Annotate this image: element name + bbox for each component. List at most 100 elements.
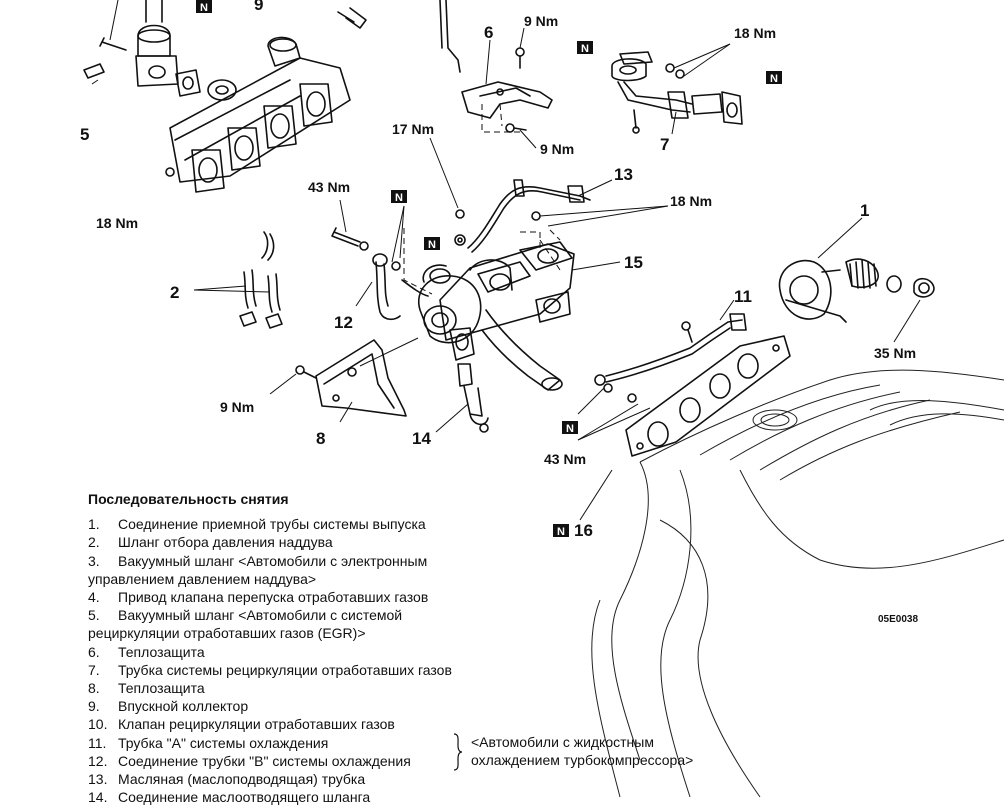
turbocharger bbox=[417, 259, 563, 391]
removal-item-number: 5. bbox=[88, 607, 100, 624]
label-1: 1 bbox=[860, 201, 869, 220]
callouts: 9 5 18 Nm 6 9 Nm 18 Nm 7 17 Nm 9 Nm 13 1… bbox=[80, 0, 916, 540]
label-14: 14 bbox=[412, 429, 431, 448]
svg-text:N: N bbox=[581, 43, 589, 55]
replace-tag: N bbox=[391, 190, 407, 204]
removal-item: 13. Масляная (маслоподводящая) трубка bbox=[88, 770, 708, 788]
removal-item: 4. Привод клапана перепуска отработавших … bbox=[88, 588, 708, 606]
removal-item-text: Соединение приемной трубы системы выпуск… bbox=[118, 516, 426, 533]
torque-35nm: 35 Nm bbox=[874, 345, 916, 361]
torque-9nm-top: 9 Nm bbox=[524, 13, 558, 29]
removal-item-number: 12. bbox=[88, 752, 108, 769]
torque-18nm-mid: 18 Nm bbox=[670, 193, 712, 209]
label-9: 9 bbox=[254, 0, 263, 14]
label-7: 7 bbox=[660, 135, 669, 154]
removal-item-number: 14. bbox=[88, 789, 108, 806]
bolt-9nm-mid bbox=[505, 123, 527, 133]
removal-item: 7.Трубка системы рециркуляции отработавш… bbox=[88, 661, 708, 679]
actuator-hose-12 bbox=[372, 253, 401, 321]
removal-item: 11.Трубка "A" системы охлаждения bbox=[88, 734, 708, 752]
torque-18nm-top: 18 Nm bbox=[734, 25, 776, 41]
intake-manifold bbox=[169, 36, 351, 193]
removal-item: 3. Вакуумный шланг <Автомобили с электрон… bbox=[88, 552, 708, 570]
exhaust-connection-1 bbox=[778, 258, 935, 323]
replace-tags: N N N N N N N bbox=[196, 0, 782, 538]
removal-item-text: Трубка системы рециркуляции отработавших… bbox=[118, 661, 452, 678]
removal-item-text: Вакуумный шланг <Автомобили с системой bbox=[118, 607, 403, 624]
label-2: 2 bbox=[170, 283, 179, 302]
removal-item-text: Клапан рециркуляции отработавших газов bbox=[118, 716, 395, 733]
removal-item: 8. Теплозащита bbox=[88, 679, 708, 697]
replace-tag: N bbox=[562, 421, 578, 435]
exhaust-manifold-gasket-16 bbox=[625, 335, 791, 457]
svg-text:N: N bbox=[557, 526, 565, 538]
replace-tag: N bbox=[424, 237, 440, 251]
removal-item-continuation: рециркуляции отработавших газов (EGR)> bbox=[88, 625, 366, 642]
coolant-pipe-11 bbox=[594, 313, 747, 403]
svg-text:N: N bbox=[395, 192, 403, 204]
label-15: 15 bbox=[624, 253, 643, 272]
bolt-9nm-top bbox=[515, 47, 525, 69]
removal-item: 10. Клапан рециркуляции отработавших газо… bbox=[88, 715, 708, 733]
egr-pipe-7 bbox=[611, 58, 743, 134]
svg-text:N: N bbox=[566, 423, 574, 435]
removal-sequence-list: 1. Соединение приемной трубы системы выпу… bbox=[88, 515, 708, 806]
bolt-9nm-shield bbox=[295, 365, 317, 379]
torque-43nm-left: 43 Nm bbox=[308, 179, 350, 195]
torque-17nm: 17 Nm bbox=[392, 121, 434, 137]
removal-item-text: Теплозащита bbox=[118, 643, 205, 660]
egr-gasket bbox=[175, 69, 201, 97]
label-5: 5 bbox=[80, 125, 89, 144]
label-13: 13 bbox=[614, 165, 633, 184]
removal-item-text: Шланг отбора давления наддува bbox=[118, 534, 333, 551]
svg-text:N: N bbox=[200, 2, 208, 14]
svg-text:N: N bbox=[428, 239, 436, 251]
removal-item-text: Впускной коллектор bbox=[118, 698, 249, 715]
torque-9nm-shield: 9 Nm bbox=[220, 399, 254, 415]
removal-sequence-title: Последовательность снятия bbox=[88, 491, 289, 507]
removal-item-text: Привод клапана перепуска отработавших га… bbox=[118, 589, 429, 606]
removal-item-number: 9. bbox=[88, 698, 100, 715]
removal-item-text: Вакуумный шланг <Автомобили с электронны… bbox=[118, 552, 428, 569]
removal-item-number: 3. bbox=[88, 552, 100, 569]
removal-item-number: 6. bbox=[88, 643, 100, 660]
oil-pipe-13 bbox=[454, 179, 591, 253]
torque-18nm-manifold: 18 Nm bbox=[96, 215, 138, 231]
removal-item-number: 8. bbox=[88, 680, 100, 697]
removal-item: 9. Впускной коллектор bbox=[88, 697, 708, 715]
removal-item-text: Масляная (маслоподводящая) трубка bbox=[118, 771, 366, 788]
removal-item: 2.Шланг отбора давления наддува bbox=[88, 533, 708, 551]
removal-item: 6. Теплозащита bbox=[88, 643, 708, 661]
removal-item-number: 1. bbox=[88, 516, 100, 533]
label-16: 16 bbox=[574, 521, 593, 540]
removal-item-number: 13. bbox=[88, 771, 108, 788]
bolt-43nm-left bbox=[331, 227, 369, 251]
removal-item-number: 4. bbox=[88, 589, 100, 606]
manifold-bolts bbox=[83, 7, 367, 177]
turbo-cooling-note: <Автомобили с жидкостным охлаждением тур… bbox=[471, 733, 693, 769]
heat-shield-6 bbox=[461, 81, 553, 119]
boost-pressure-hoses bbox=[239, 231, 283, 329]
removal-item-text: Трубка "A" системы охлаждения bbox=[118, 734, 329, 751]
note-line-1: <Автомобили с жидкостным bbox=[471, 734, 654, 750]
removal-item: 14.Соединение маслоотводящего шланга bbox=[88, 788, 708, 806]
oil-return-14 bbox=[457, 363, 489, 433]
removal-item: 1. Соединение приемной трубы системы выпу… bbox=[88, 515, 708, 533]
removal-item-text: Теплозащита bbox=[118, 680, 205, 697]
removal-item: 12. Соединение трубки "B" системы охлажде… bbox=[88, 752, 708, 770]
egr-valve bbox=[135, 0, 179, 87]
replace-tag: N bbox=[577, 41, 593, 55]
removal-item-text: Соединение трубки "B" системы охлаждения bbox=[118, 752, 411, 769]
note-line-2: охлаждением турбокомпрессора> bbox=[471, 752, 694, 769]
replace-tag: N bbox=[553, 524, 569, 538]
removal-item-number: 10. bbox=[88, 716, 108, 733]
curly-brace bbox=[453, 733, 463, 771]
torque-9nm-mid: 9 Nm bbox=[540, 141, 574, 157]
replace-tag: N bbox=[766, 71, 782, 85]
exhaust-manifold-15 bbox=[439, 241, 575, 361]
label-11: 11 bbox=[734, 287, 752, 306]
replace-tag: N bbox=[196, 0, 212, 14]
svg-text:N: N bbox=[770, 73, 778, 85]
